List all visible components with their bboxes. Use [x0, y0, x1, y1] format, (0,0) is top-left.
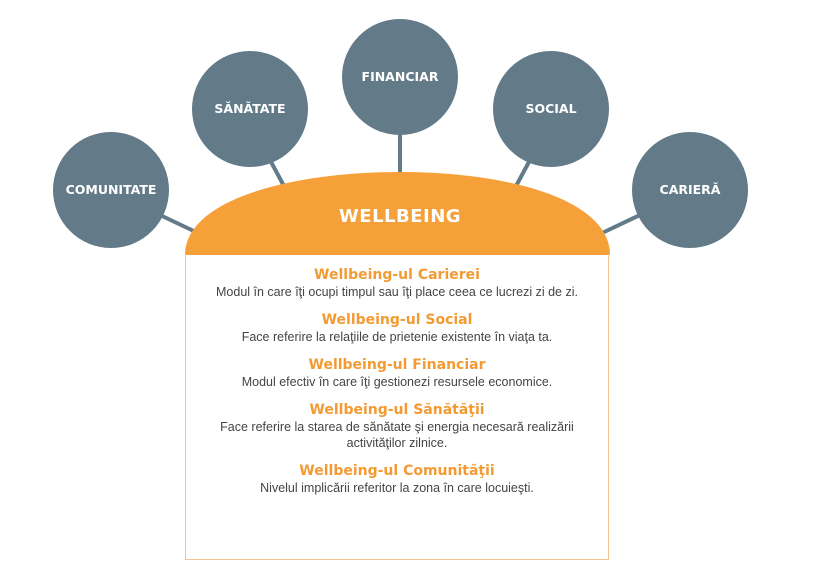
connector-sanatate [268, 159, 286, 187]
circle-social [493, 51, 609, 167]
item-cariera: Wellbeing-ul Carierei Modul în care îţi … [186, 267, 608, 300]
connector-cariera [599, 213, 641, 236]
circle-comunitate [53, 132, 169, 248]
label-cariera: CARIERĂ [660, 182, 721, 197]
item-title: Wellbeing-ul Sănătăţii [309, 402, 485, 418]
label-sanatate: SĂNĂTATE [214, 101, 285, 116]
label-comunitate: COMUNITATE [66, 182, 157, 197]
item-financiar: Wellbeing-ul Financiar Modul efectiv în … [186, 357, 608, 390]
item-social: Wellbeing-ul Social Face referire la rel… [186, 312, 608, 345]
item-text: Nivelul implicării referitor la zona în … [260, 481, 534, 495]
label-social: SOCIAL [525, 101, 576, 116]
item-title: Wellbeing-ul Financiar [308, 357, 486, 373]
wellbeing-dome [185, 172, 610, 255]
circle-sanatate [192, 51, 308, 167]
item-comunitate: Wellbeing-ul Comunităţii Nivelul implică… [186, 463, 608, 496]
wellbeing-title: WELLBEING [339, 206, 461, 227]
item-text: Modul în care îţi ocupi timpul sau îţi p… [216, 285, 578, 299]
item-title: Wellbeing-ul Social [321, 312, 473, 328]
circle-financiar [342, 19, 458, 135]
item-sanatate: Wellbeing-ul Sănătăţii Face referire la … [186, 402, 608, 451]
item-title: Wellbeing-ul Carierei [314, 267, 480, 283]
item-text: Face referire la relaţiile de prietenie … [241, 330, 553, 344]
item-title: Wellbeing-ul Comunităţii [299, 463, 495, 479]
connector-social [514, 159, 532, 187]
wellbeing-description-box: Wellbeing-ul Carierei Modul în care îţi … [185, 254, 609, 560]
item-text: Face referire la starea de sănătate şi e… [220, 420, 574, 450]
wellbeing-diagram-top: COMUNITATE SĂNĂTATE FINANCIAR SOCIAL CAR… [53, 19, 748, 255]
label-financiar: FINANCIAR [362, 69, 439, 84]
item-text: Modul efectiv în care îţi gestionezi res… [241, 375, 553, 389]
circle-cariera [632, 132, 748, 248]
